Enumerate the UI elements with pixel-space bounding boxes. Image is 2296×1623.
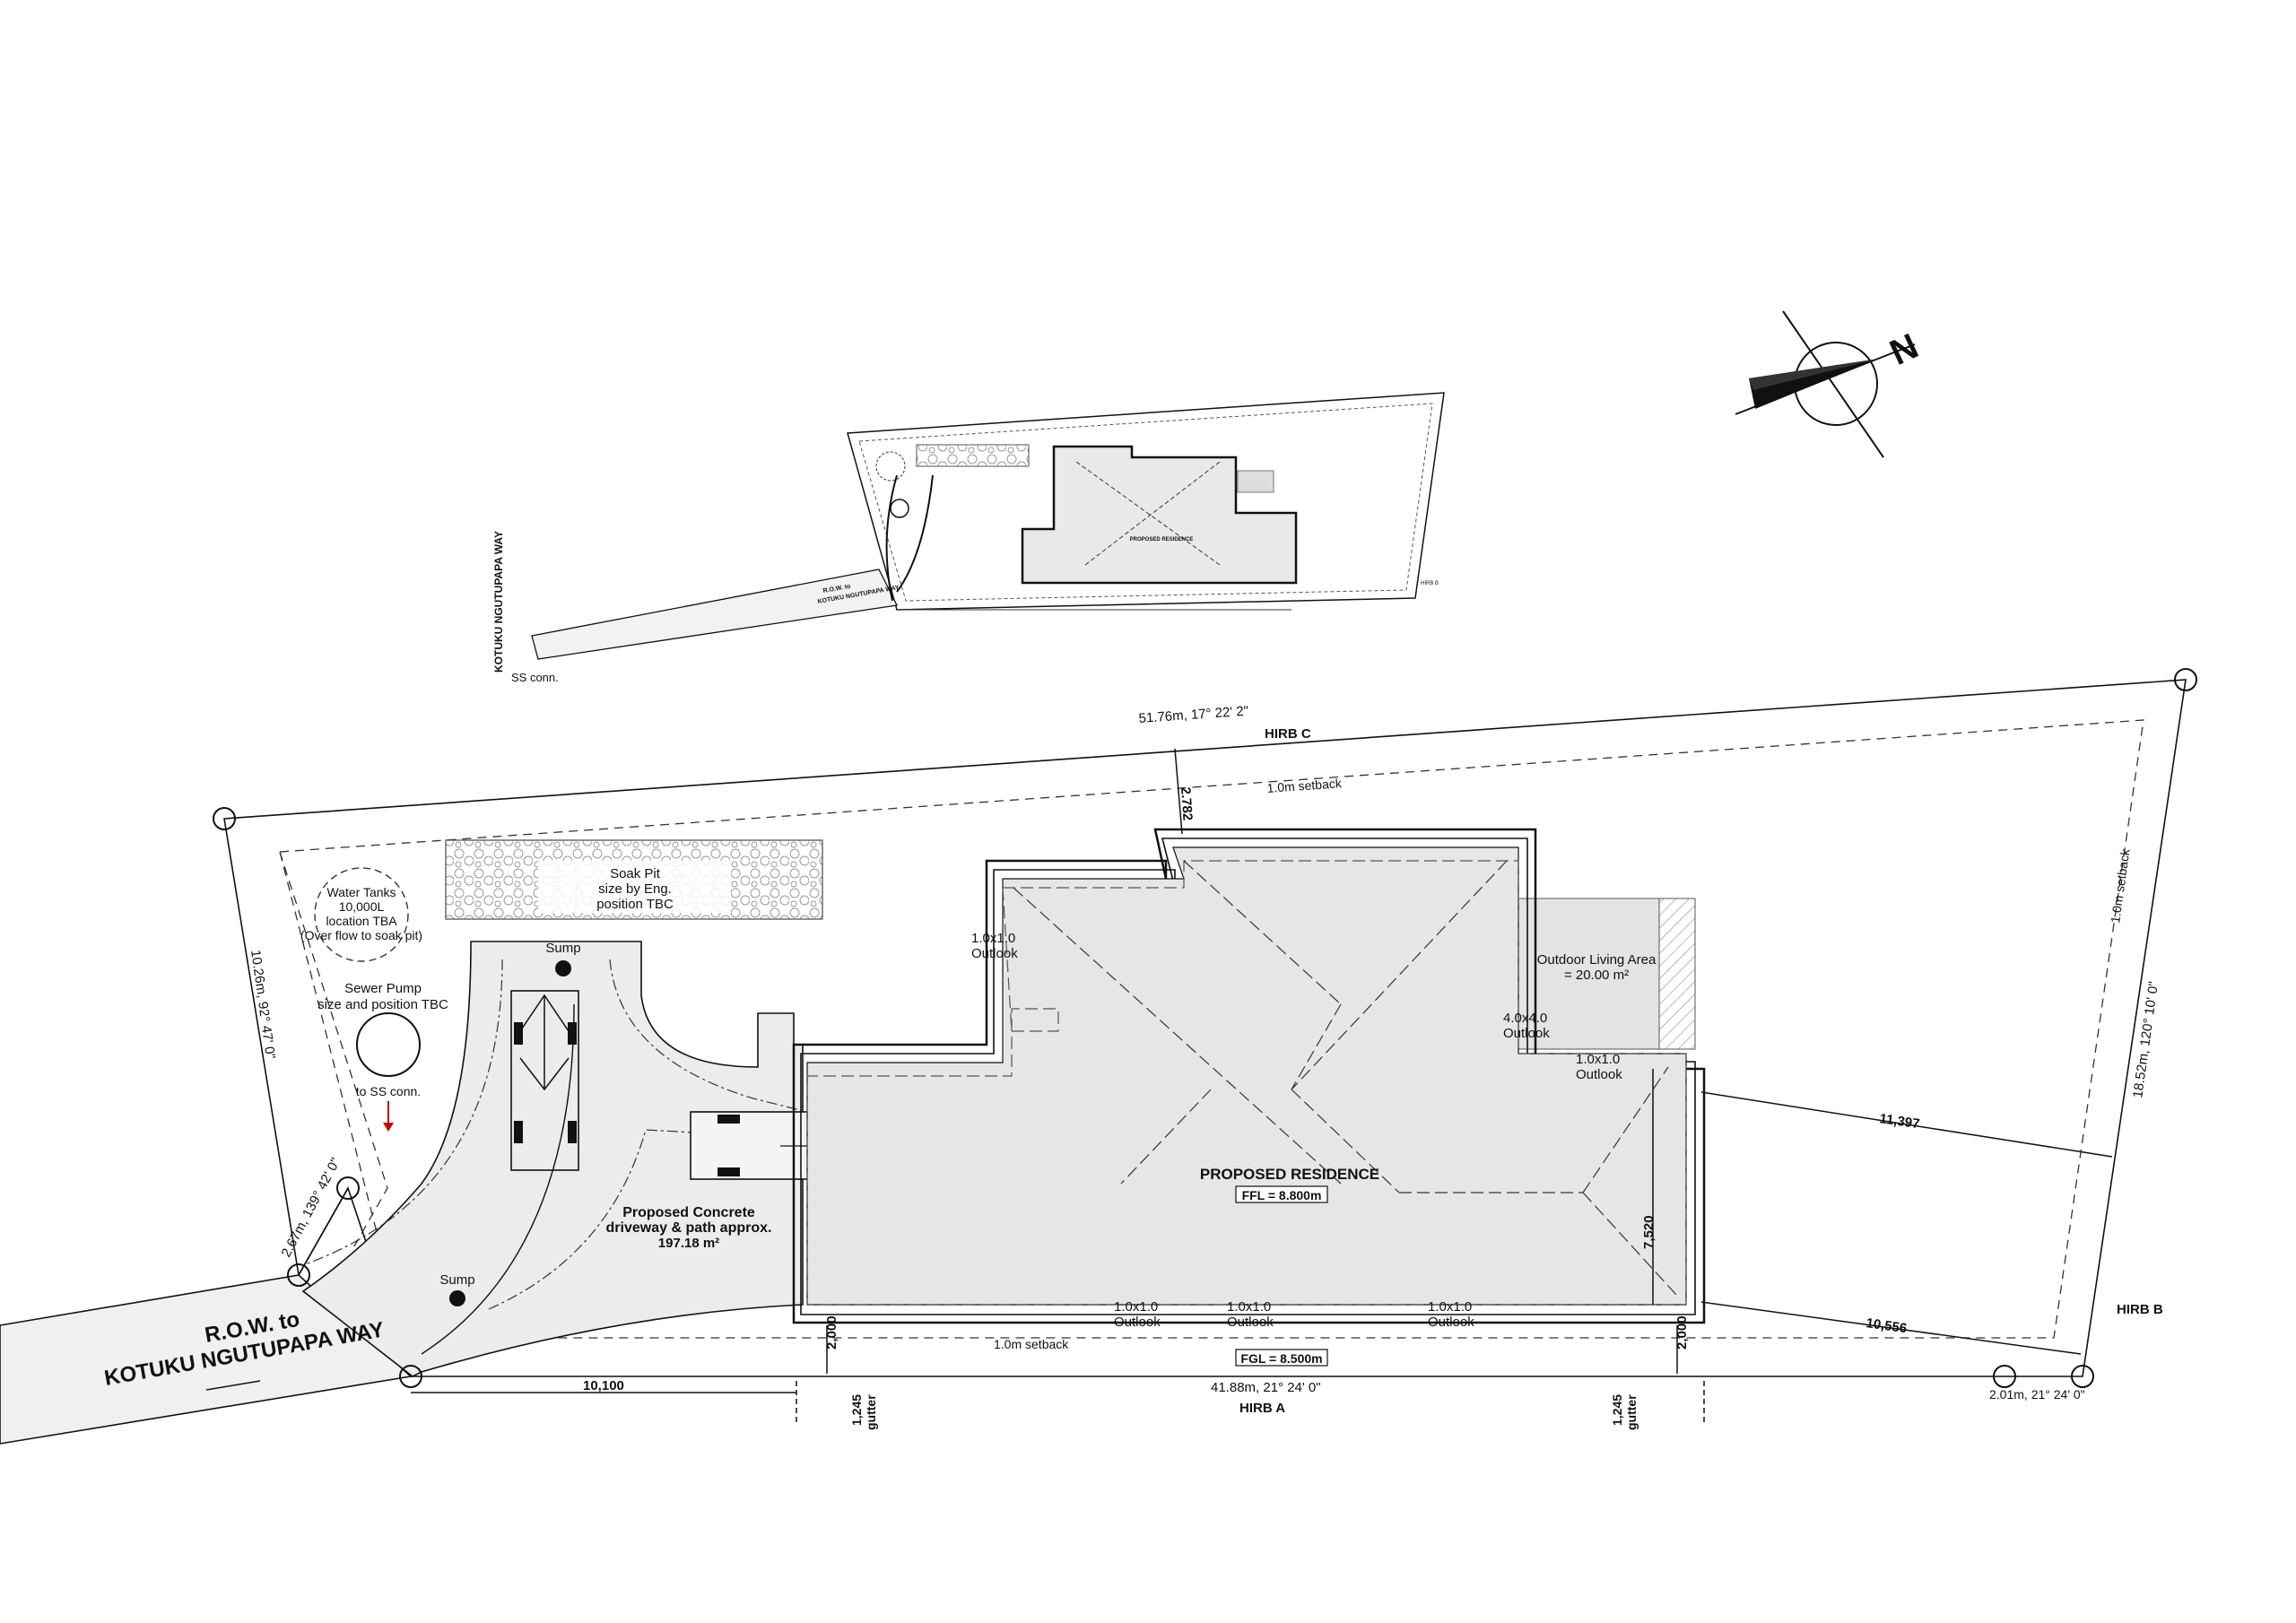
outlook-e-2: Outlook	[1227, 1315, 1274, 1330]
sewer-pump-1: Sewer Pump	[344, 981, 422, 996]
soak-pit-label-3: position TBC	[596, 897, 674, 912]
outdoor-living-2: = 20.00 m²	[1564, 968, 1629, 983]
outlook-a-1: 1.0x1.0	[971, 931, 1015, 946]
outlook-f-1: 1.0x1.0	[1428, 1299, 1472, 1315]
setback-bottom: 1.0m setback	[994, 1337, 1069, 1351]
hirb-b: HIRB B	[2117, 1302, 2163, 1317]
dim-gap-right: 2,000	[1674, 1315, 1690, 1350]
dim-right-upper: 11,397	[1878, 1111, 1920, 1132]
dim-gutter-right: 1,245	[1610, 1394, 1624, 1426]
outlook-f-2: Outlook	[1428, 1315, 1474, 1330]
water-tanks-4: (Over flow to soak pit)	[300, 928, 422, 942]
water-tanks-3: location TBA	[326, 914, 397, 928]
outlook-a-2: Outlook	[971, 946, 1018, 961]
residence-footprint	[792, 828, 1706, 1324]
outlook-b-1: 4.0x4.0	[1503, 1011, 1547, 1026]
keyplan-hirb-b: HIRB B	[1421, 581, 1439, 586]
dim-top-setback: 2.782	[1178, 786, 1196, 821]
dim-gap-left: 2,000	[824, 1315, 839, 1350]
keyplan-ss-conn: SS conn.	[511, 671, 559, 684]
boundary-top: 51.76m, 17° 22' 2"	[1138, 703, 1248, 726]
setback-top: 1.0m setback	[1266, 776, 1343, 795]
outlook-d-1: 1.0x1.0	[1114, 1299, 1158, 1315]
outdoor-living-area	[1504, 898, 1660, 1050]
boundary-bottom: 41.88m, 21° 24' 0"	[1211, 1380, 1321, 1395]
setback-line	[279, 719, 2144, 1339]
sump-icon	[555, 960, 571, 976]
outlook-b-2: Outlook	[1503, 1026, 1550, 1041]
dim-height: 7,520	[1641, 1215, 1657, 1249]
water-tanks-1: Water Tanks	[326, 885, 396, 899]
dim-gutter-right-word: gutter	[1624, 1394, 1639, 1430]
outlook-c-2: Outlook	[1576, 1067, 1622, 1082]
residence-title: PROPOSED RESIDENCE	[1200, 1166, 1379, 1183]
driveway-label-2: driveway & path approx.	[606, 1220, 772, 1236]
fgl-label: FGL = 8.500m	[1240, 1351, 1322, 1366]
boundary-bottom-right: 2.01m, 21° 24' 0"	[1989, 1387, 2085, 1402]
row-road	[0, 1274, 413, 1445]
dim-gutter-left: 1,245	[849, 1394, 864, 1426]
north-letter: N	[1884, 326, 1925, 373]
dim-gutter-left-word: gutter	[864, 1394, 878, 1430]
sump-icon-2	[449, 1290, 465, 1306]
outlook-e-1: 1.0x1.0	[1227, 1299, 1271, 1315]
survey-peg-icon	[213, 668, 2197, 1388]
driveway	[301, 941, 804, 1377]
soak-pit-label-1: Soak Pit	[610, 866, 661, 881]
boundary-right: 18.52m, 120° 10' 0"	[2130, 981, 2161, 1099]
sump-label-1: Sump	[545, 941, 580, 956]
sewer-pump-2: size and position TBC	[317, 997, 448, 1012]
north-arrow-icon: N	[1735, 310, 1925, 458]
dimension-lines	[411, 748, 2113, 1426]
keyplan-road-label: KOTUKU NGUTUPAPA WAY	[492, 531, 505, 673]
ffl-label: FFL = 8.800m	[1242, 1188, 1322, 1202]
driveway-label-1: Proposed Concrete	[622, 1205, 755, 1220]
hirb-c: HIRB C	[1265, 726, 1311, 742]
dim-left-bottom: 10,100	[583, 1378, 624, 1393]
sewer-pump	[356, 1012, 421, 1077]
setback-right: 1.0m setback	[2108, 847, 2133, 924]
key-plan: PROPOSED RESIDENCE KOTUKU NGUTUPAPA WAY …	[492, 392, 1445, 684]
dim-right-lower: 10,556	[1865, 1315, 1908, 1336]
water-tanks-2: 10,000L	[339, 899, 385, 914]
keyplan-residence: PROPOSED RESIDENCE	[1130, 537, 1194, 542]
outlook-d-2: Outlook	[1114, 1315, 1161, 1330]
hirb-a: HIRB A	[1239, 1401, 1285, 1416]
soak-pit-label-2: size by Eng.	[598, 881, 672, 897]
outlook-c-1: 1.0x1.0	[1576, 1052, 1620, 1067]
boundary-left: 10.26m, 92° 47' 0"	[248, 949, 278, 1060]
water-tanks	[314, 867, 409, 962]
outdoor-living-1: Outdoor Living Area	[1537, 952, 1657, 968]
car-icon	[510, 990, 579, 1171]
driveway-label-3: 197.18 m²	[658, 1236, 719, 1251]
sump-label-2: Sump	[439, 1272, 474, 1288]
to-ss-conn: to SS conn.	[356, 1084, 421, 1098]
